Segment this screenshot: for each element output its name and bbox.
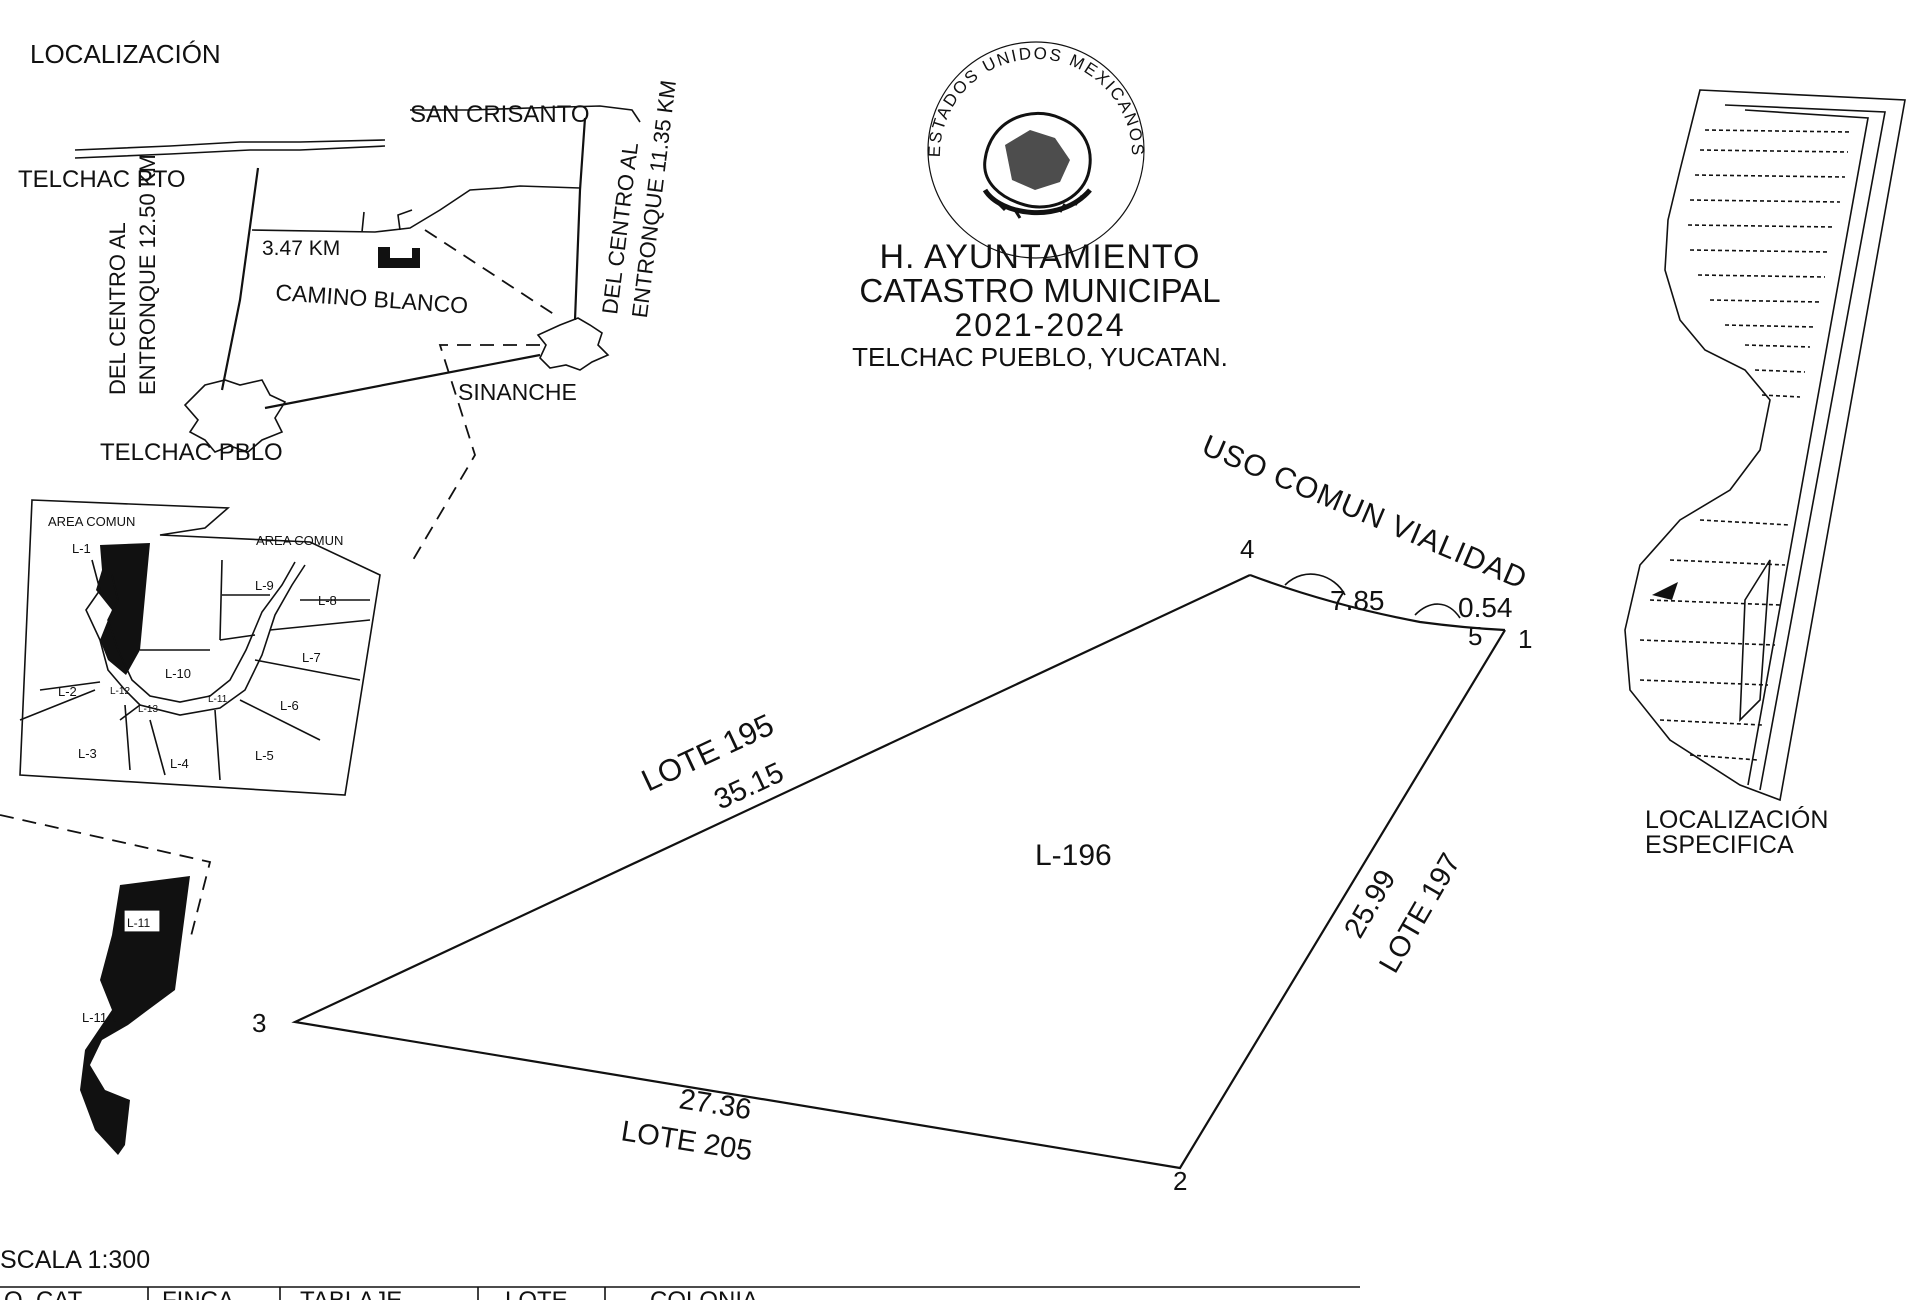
dashed-link <box>424 229 556 316</box>
specific-blocks <box>1687 129 1851 398</box>
inset-lot-label: L-7 <box>302 650 321 665</box>
header-line3: 2021-2024 <box>954 307 1125 343</box>
sinanche-town <box>536 317 610 371</box>
road-telchac <box>220 167 260 391</box>
dashed-connector-1 <box>409 344 540 566</box>
south-length: 27.36 <box>677 1083 754 1126</box>
header-line1: H. AYUNTAMIENTO <box>879 238 1200 276</box>
seal-ring <box>927 41 1145 259</box>
inset-lot-label: L-10 <box>165 666 191 681</box>
specific-south-blocks <box>1639 519 1791 761</box>
table-header: LOTE <box>505 1287 568 1300</box>
road-camino-blanco <box>251 185 581 233</box>
specific-label-line2: ESPECIFICA <box>1645 831 1794 859</box>
west-length: 35.15 <box>709 757 788 817</box>
vertex-1: 1 <box>1518 624 1532 654</box>
inset-lot-label: L-2 <box>58 684 77 699</box>
road-pblo-sinanche <box>264 353 541 410</box>
strip-plan: L-11 L-11A <box>80 876 190 1155</box>
header: H. AYUNTAMIENTO CATASTRO MUNICIPAL 2021-… <box>852 238 1228 372</box>
label-sinanche: SINANCHE <box>458 379 577 405</box>
inset-outline <box>19 499 381 796</box>
table-header: TABLAJE <box>300 1287 402 1300</box>
header-line4: TELCHAC PUEBLO, YUCATAN. <box>852 342 1228 372</box>
table-header: O. CAT. <box>4 1287 86 1300</box>
inset-area-comun-left: AREA COMUN <box>48 514 135 529</box>
vertex-3: 3 <box>252 1008 266 1038</box>
lot-north-arc <box>1249 573 1506 632</box>
lot-boundary <box>291 574 1506 1170</box>
inset-lot-lines <box>19 559 371 781</box>
label-road-right: DEL CENTRO AL ENTRONQUE 11.35 KM <box>597 79 681 319</box>
location-pointer-icon <box>1652 582 1678 600</box>
lot-polygon: 4 5 1 3 2 USO COMUN VIALIDAD 7.85 0.54 L… <box>252 429 1532 1196</box>
road-label: USO COMUN VIALIDAD <box>1197 429 1532 596</box>
inset-lot-label: L-1 <box>72 541 91 556</box>
header-line2: CATASTRO MUNICIPAL <box>859 272 1220 309</box>
spur-road <box>361 209 413 233</box>
specific-outline <box>1624 89 1906 802</box>
specific-inner-band <box>1724 104 1886 791</box>
camino-blanco-block <box>378 247 420 268</box>
dim-arc-b <box>1414 603 1461 619</box>
strip-lot-box-upper <box>123 909 161 933</box>
telchac-pblo-town <box>183 379 287 453</box>
label-distance: 3.47 KM <box>262 237 340 260</box>
table-header: COLONIA <box>650 1287 758 1300</box>
inset-lot-label: L-8 <box>318 593 337 608</box>
road-crisanto-sinanche <box>573 117 587 321</box>
road-left-line1: DEL CENTRO AL <box>105 222 130 395</box>
inset-lot-label: L-6 <box>280 698 299 713</box>
lot-id: L-196 <box>1035 839 1112 872</box>
coastline <box>74 105 641 159</box>
inset-lot-label: L-5 <box>255 748 274 763</box>
specific-label-line1: LOCALIZACIÓN <box>1645 805 1828 834</box>
label-telchac-pto: TELCHAC PTO <box>18 166 186 193</box>
vertex-2: 2 <box>1173 1166 1187 1196</box>
arc-length-b: 0.54 <box>1458 592 1513 623</box>
label-camino-blanco: CAMINO BLANCO <box>275 279 469 318</box>
inset-dark-strip <box>96 543 150 675</box>
location-heading: LOCALIZACIÓN <box>30 39 221 69</box>
label-san-crisanto: SAN CRISANTO <box>410 101 590 128</box>
dim-arc-a <box>1284 573 1346 596</box>
inset-lot-label: L-13 <box>138 704 158 715</box>
strip-lot-lower: L-11A <box>82 1010 116 1025</box>
coat-of-arms-icon <box>982 112 1092 219</box>
specific-location-map: LOCALIZACIÓN ESPECIFICA <box>1624 89 1906 859</box>
table-header: FINCA <box>162 1287 234 1300</box>
inset-lot-label: L-12 <box>110 686 130 697</box>
vertex-4: 4 <box>1240 534 1254 564</box>
seal: ESTADOS UNIDOS MEXICANOS <box>925 41 1145 259</box>
inset-lot-label: L-3 <box>78 746 97 761</box>
label-road-left: DEL CENTRO AL ENTRONQUE 12.50 KM <box>105 154 160 395</box>
strip-lot-upper: L-11 <box>127 916 150 930</box>
east-neighbor: LOTE 197 <box>1373 848 1467 978</box>
scale-label: SCALA 1:300 <box>0 1246 150 1274</box>
strip-dark-shape <box>80 876 190 1155</box>
specific-inner-island <box>1739 559 1771 723</box>
inset-lot-label: L-11 <box>208 694 228 705</box>
vertex-5: 5 <box>1468 621 1482 651</box>
inset-channel <box>85 559 306 716</box>
road-left-line2: ENTRONQUE 12.50 KM <box>135 154 160 395</box>
label-telchac-pblo: TELCHAC PBLO <box>100 439 283 466</box>
footer: SCALA 1:300 O. CAT. FINCA TABLAJE LOTE C… <box>0 1246 1360 1300</box>
dashed-connector-2 <box>0 814 212 941</box>
inset-area-comun-right: AREA COMUN <box>256 533 343 548</box>
inset-lot-label: L-4 <box>170 756 189 771</box>
arc-length-a: 7.85 <box>1330 585 1385 616</box>
inset-lot-label: L-9 <box>255 578 274 593</box>
inset-plan: AREA COMUN AREA COMUN L-1 L-2 L-3 L-4 L-… <box>0 499 381 941</box>
location-map: LOCALIZACIÓN SAN CRISANTO TELCHAC PTO 3.… <box>18 39 681 566</box>
